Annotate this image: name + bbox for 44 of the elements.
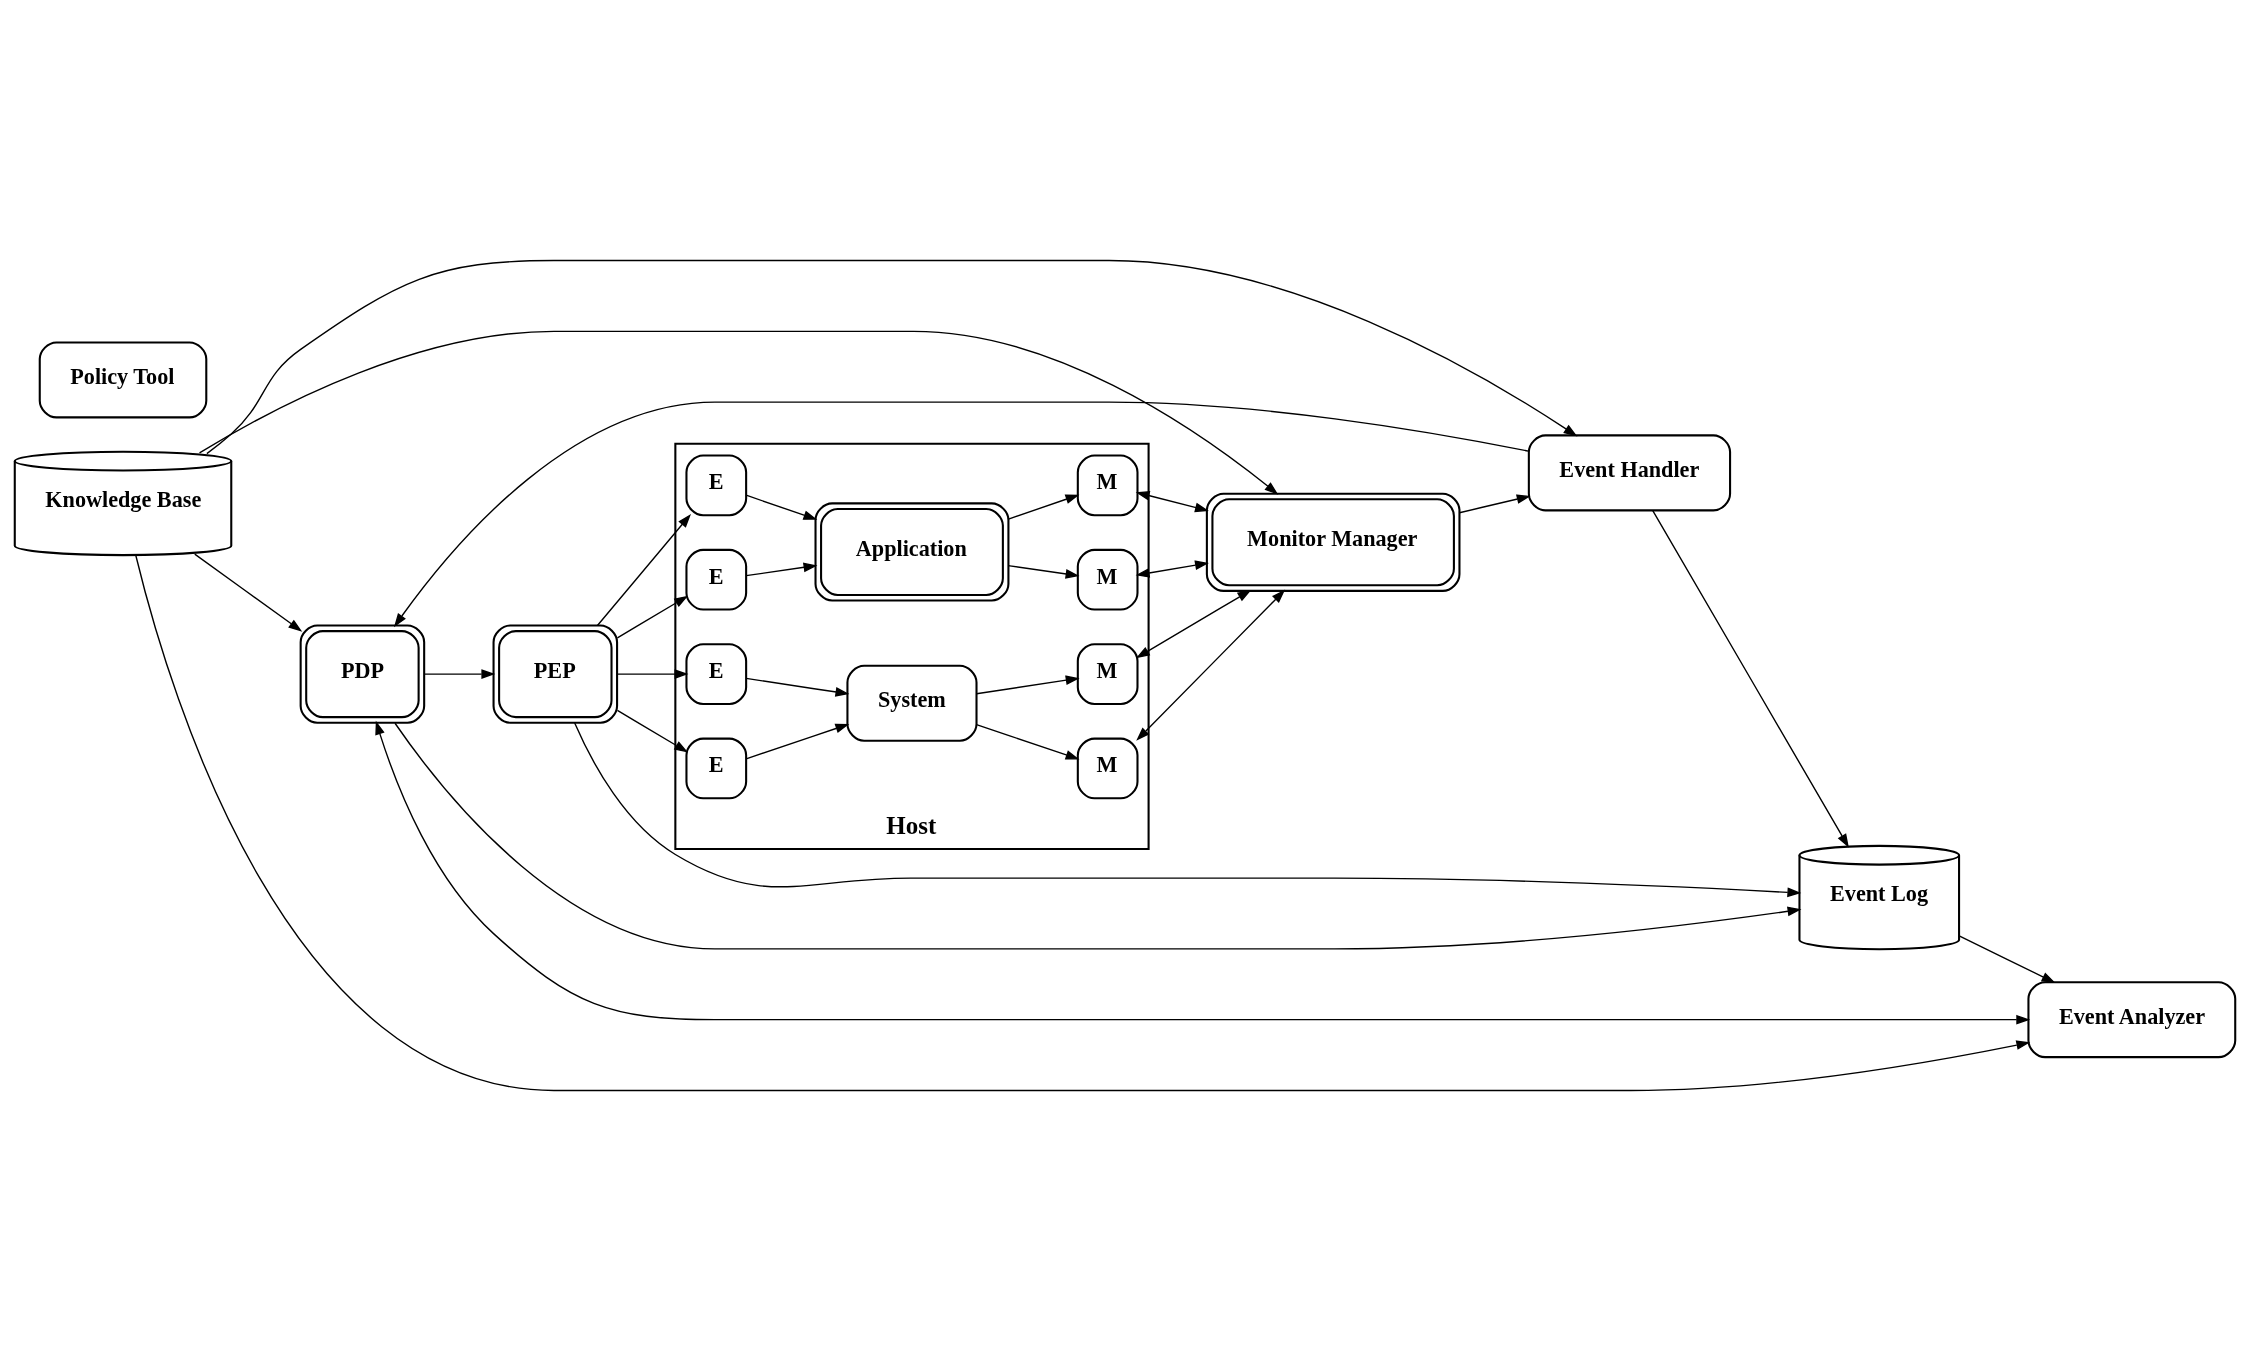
arrow <box>1135 589 1252 659</box>
node-box: E <box>685 548 748 611</box>
arrow <box>135 554 2031 1092</box>
arrow <box>375 720 2031 1025</box>
arrow <box>975 675 1080 695</box>
arrow <box>975 723 1080 760</box>
arrow <box>1652 509 1849 848</box>
arrow <box>1008 494 1080 520</box>
node-box: E <box>685 643 748 705</box>
arrow <box>393 401 1530 628</box>
node-box: System <box>846 664 978 742</box>
arrow <box>1008 565 1080 579</box>
node-box: E <box>685 454 748 517</box>
node-box: Event Handler <box>1527 434 1732 512</box>
node-box: Event Analyzer <box>2027 981 2237 1059</box>
node-box: Policy Tool <box>38 341 208 419</box>
node-box: M <box>1076 737 1139 800</box>
node-box: Application <box>814 502 1010 602</box>
arrow <box>616 595 689 639</box>
arrow <box>596 513 691 627</box>
arrow <box>1135 490 1209 513</box>
arrow <box>1136 589 1286 741</box>
arrow <box>194 553 303 632</box>
node-box: PDP <box>299 624 426 724</box>
arrow <box>206 259 1578 455</box>
arrow <box>745 562 818 577</box>
arrow <box>745 494 818 520</box>
arrow <box>1959 935 2056 984</box>
arrow <box>1458 494 1531 514</box>
arrow <box>423 669 496 679</box>
arrow <box>574 722 1802 898</box>
arrow <box>616 669 689 679</box>
node-box: PEP <box>492 624 619 724</box>
arrow <box>745 723 850 760</box>
arrow <box>745 677 850 697</box>
node-box: M <box>1076 548 1139 611</box>
arrow <box>198 330 1279 495</box>
node-box: M <box>1076 454 1139 517</box>
node-box: E <box>685 737 748 800</box>
node-box: Monitor Manager <box>1205 492 1461 592</box>
node-box: M <box>1076 643 1139 705</box>
arrow <box>1135 560 1209 578</box>
arrow <box>394 722 1802 950</box>
arrow <box>616 709 689 753</box>
